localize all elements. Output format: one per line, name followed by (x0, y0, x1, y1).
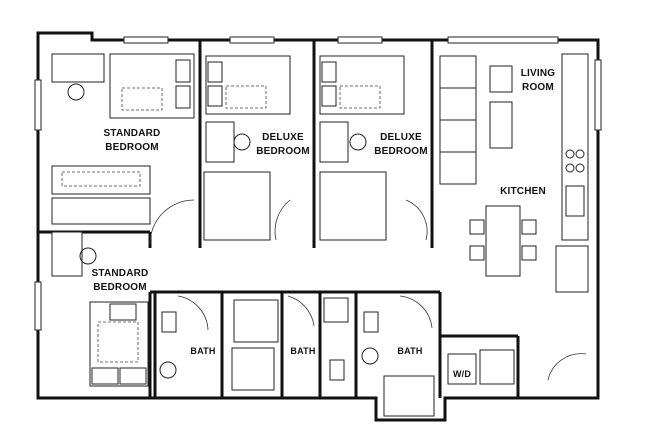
door-swings (149, 199, 587, 381)
bath-3-label: BATH (397, 346, 422, 356)
bedroom-4-furniture (51, 231, 149, 387)
laundry-label: W/D (453, 369, 471, 379)
laundry-closet (447, 349, 515, 385)
bedroom-3-label-line1: DELUXE (380, 132, 422, 143)
bedroom-1-furniture (51, 53, 195, 225)
bedroom-2-label-line2: BEDROOM (256, 146, 310, 157)
bedroom-2-furniture (205, 55, 291, 163)
bedroom-2-label-line1: DELUXE (262, 132, 304, 143)
bath-1-label: BATH (190, 346, 215, 356)
bedroom-4-label-line1: STANDARD (92, 268, 149, 279)
bedroom-3-label-line2: BEDROOM (374, 146, 428, 157)
interior-walls (38, 40, 520, 398)
bath-fixtures (159, 297, 435, 417)
bedroom-4-label-line2: BEDROOM (93, 282, 147, 293)
room-labels: STANDARD BEDROOM DELUXE BEDROOM DELUXE B… (92, 68, 556, 379)
kitchen-label: KITCHEN (500, 186, 546, 197)
living-room-label-line1: LIVING (521, 68, 556, 79)
bath-2-label: BATH (290, 346, 315, 356)
living-room-label-line2: ROOM (522, 82, 554, 93)
bedroom-3-furniture (319, 55, 405, 163)
living-kitchen-furniture (439, 53, 589, 293)
bedroom-1-label-line1: STANDARD (104, 128, 161, 139)
windows (34, 36, 602, 331)
exterior-walls (36, 31, 600, 422)
bedroom-1-label-line2: BEDROOM (105, 142, 159, 153)
